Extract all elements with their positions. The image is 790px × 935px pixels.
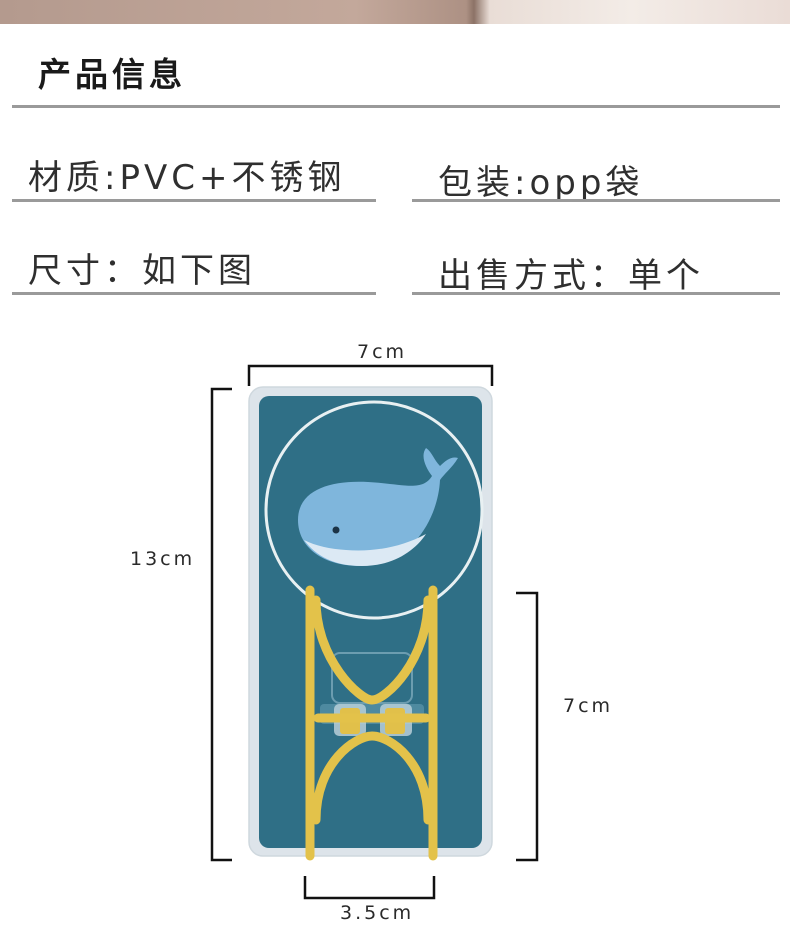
hook-width-label: 3.5cm xyxy=(340,902,415,924)
packaging-underline xyxy=(412,199,780,202)
size-label: 尺寸：如下图 xyxy=(28,251,256,291)
sale-mode-label: 出售方式：单个 xyxy=(438,256,704,296)
yellow-hook xyxy=(305,585,438,861)
circle-outline xyxy=(264,400,484,620)
total-height-label: 13cm xyxy=(130,548,196,570)
material-underline xyxy=(12,199,376,202)
packaging-label: 包装:opp袋 xyxy=(438,163,644,203)
sale-mode-underline xyxy=(412,292,780,295)
right-hook-height-bracket xyxy=(516,591,539,862)
whale-illustration xyxy=(298,448,458,566)
top-photo-strip xyxy=(0,0,790,24)
material-label: 材质:PVC+不锈钢 xyxy=(28,158,346,198)
hook-height-label: 7cm xyxy=(563,695,614,717)
left-height-bracket xyxy=(210,387,232,862)
top-width-bracket xyxy=(247,364,494,386)
size-underline xyxy=(12,292,376,295)
bottom-hook-width-bracket xyxy=(303,876,436,900)
section-title: 产品信息 xyxy=(38,55,186,94)
title-underline xyxy=(12,105,780,108)
top-width-label: 7cm xyxy=(357,341,408,363)
